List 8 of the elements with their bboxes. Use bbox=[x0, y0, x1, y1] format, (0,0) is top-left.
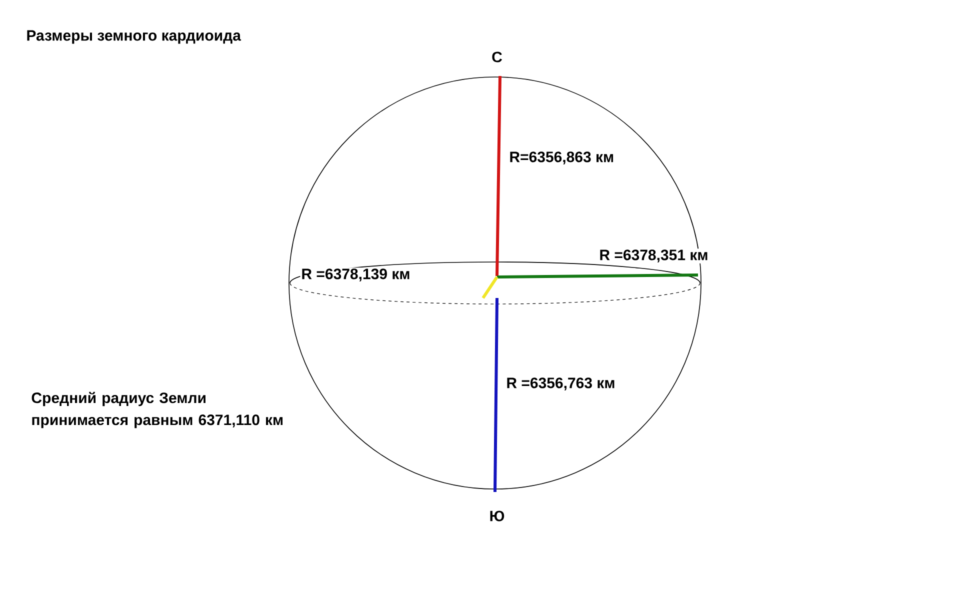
dimension-label: R=6356,863 км bbox=[508, 150, 616, 166]
title: Размеры земного кардиоида bbox=[27, 30, 242, 44]
note-text: Средний радиус Земли принимается равным 6371,110 км bbox=[32, 392, 283, 428]
dimension-label: R =6378,139 км bbox=[300, 268, 412, 282]
dimension-label: R =6356,763 км bbox=[505, 376, 616, 392]
pole-label: С bbox=[492, 52, 502, 62]
pole-label: Ю bbox=[490, 510, 504, 522]
dimension-label: R =6378,351 км bbox=[598, 248, 710, 264]
